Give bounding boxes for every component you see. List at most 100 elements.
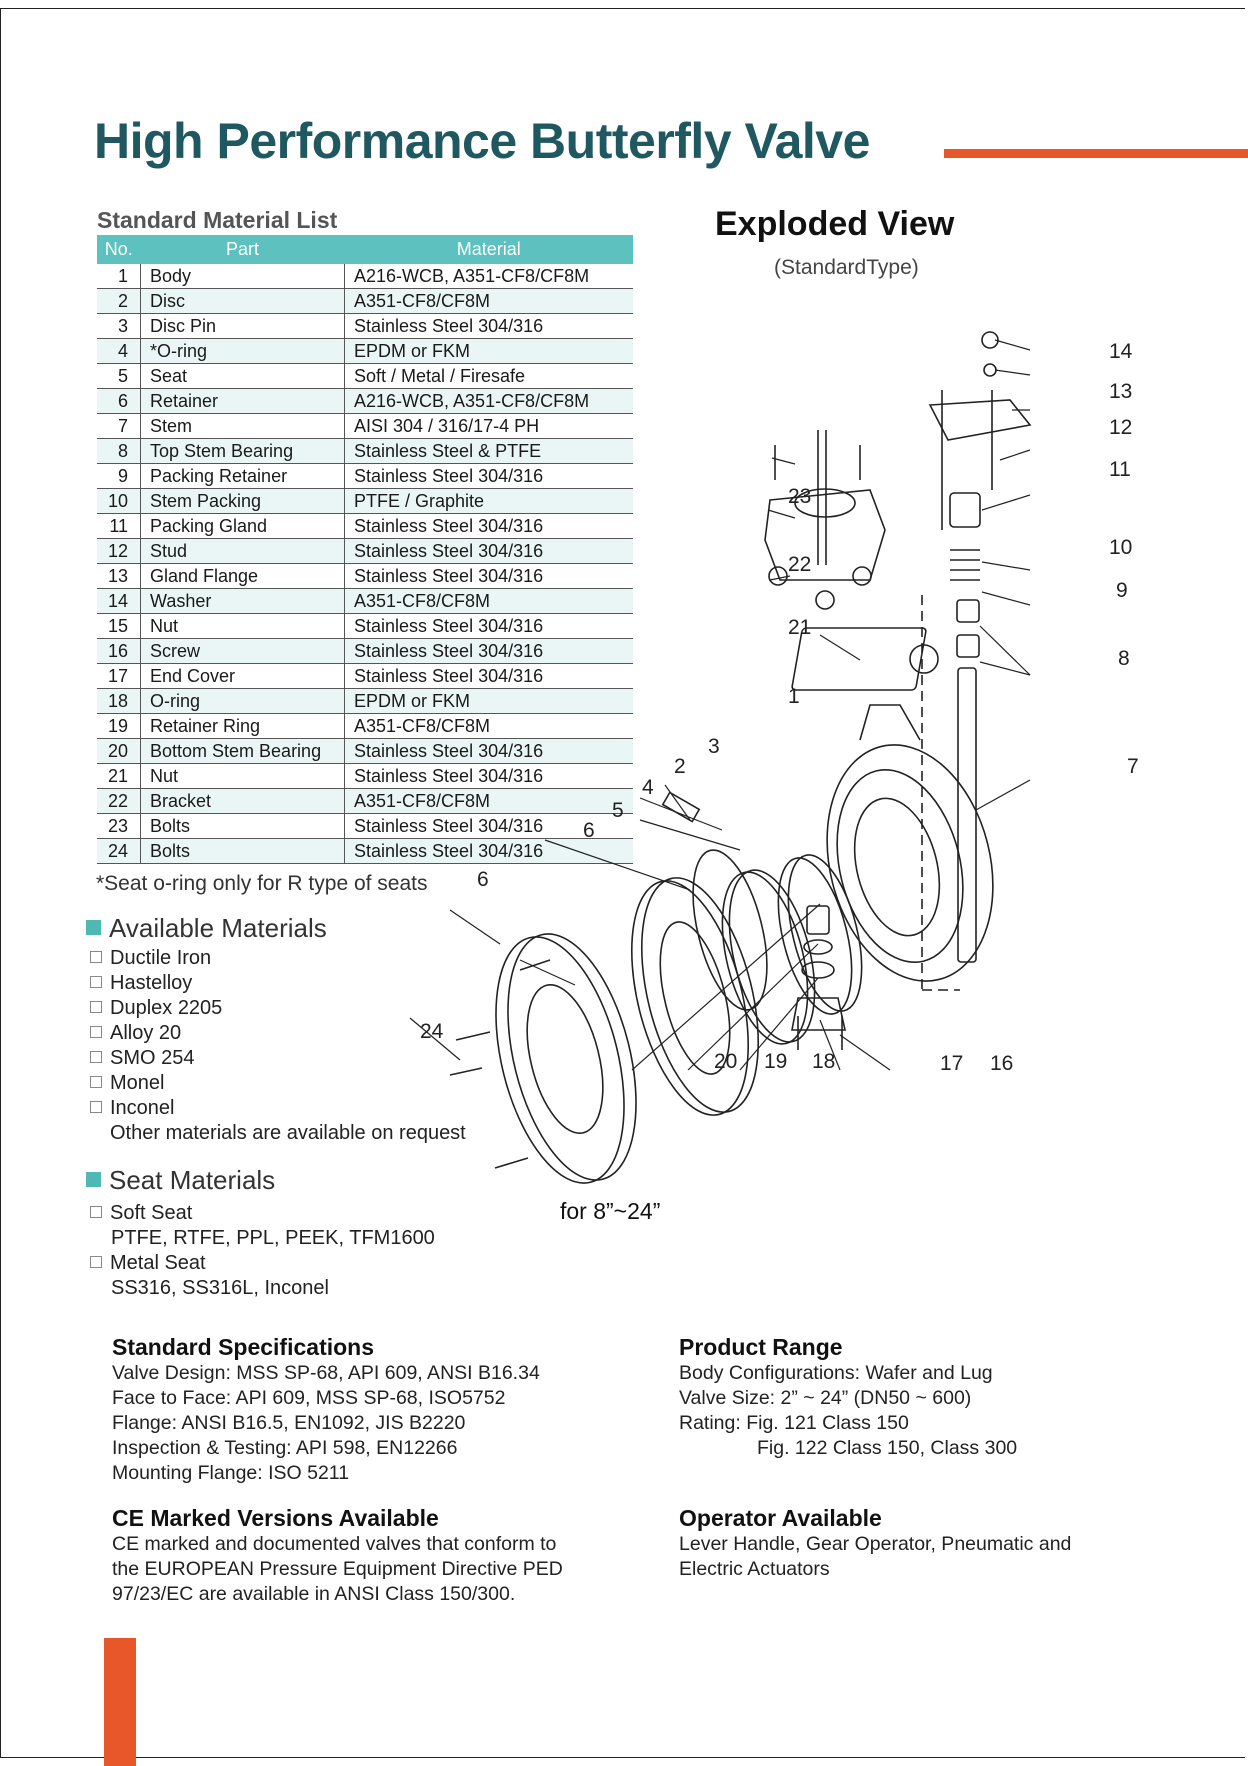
seat-part (721, 854, 863, 1045)
row-part: Washer (140, 588, 345, 614)
row-number: 3 (97, 313, 141, 339)
gland-flange-part (928, 331, 1032, 658)
row-part: Gland Flange (140, 563, 345, 589)
row-part: O-ring (140, 688, 345, 714)
callout-23: 23 (788, 485, 811, 508)
ce-marked-title: CE Marked Versions Available (112, 1505, 439, 1531)
callout-18: 18 (812, 1050, 835, 1073)
page-frame (0, 8, 1245, 1758)
callout-20: 20 (714, 1050, 737, 1073)
callout-11: 11 (1109, 458, 1131, 481)
row-number: 1 (97, 264, 141, 289)
seat-materials-heading: Seat Materials (86, 1165, 275, 1196)
callout-1: 1 (788, 685, 800, 708)
row-material: A351-CF8/CF8M (344, 788, 633, 814)
available-material-label: Ductile Iron (110, 947, 212, 969)
checkbox-icon (90, 1026, 102, 1038)
row-number: 6 (97, 388, 141, 414)
callout-5: 5 (612, 799, 624, 822)
row-number: 5 (97, 363, 141, 389)
exploded-view-subtitle: (StandardType) (774, 256, 919, 279)
callout-7: 7 (1127, 755, 1139, 778)
checkbox-icon (90, 1051, 102, 1063)
row-part: Stem Packing (140, 488, 345, 514)
available-materials-title: Available Materials (109, 913, 327, 943)
range-line: Rating: Fig. 121 Class 150 (679, 1412, 909, 1434)
row-number: 20 (97, 738, 141, 764)
ce-line: CE marked and documented valves that con… (112, 1533, 557, 1555)
header-material: Material (344, 235, 633, 264)
row-material: Stainless Steel 304/316 (344, 313, 633, 339)
callout-4: 4 (642, 776, 654, 799)
section-square-icon (86, 1172, 101, 1187)
row-part: Retainer Ring (140, 713, 345, 739)
row-material: EPDM or FKM (344, 688, 633, 714)
row-material: Stainless Steel 304/316 (344, 638, 633, 664)
standard-specifications-title: Standard Specifications (112, 1334, 375, 1360)
row-part: End Cover (140, 663, 345, 689)
row-number: 15 (97, 613, 141, 639)
row-material: Stainless Steel 304/316 (344, 813, 633, 839)
row-material: Stainless Steel 304/316 (344, 838, 633, 864)
spec-line: Face to Face: API 609, MSS SP-68, ISO575… (112, 1387, 506, 1409)
row-part: Disc Pin (140, 313, 345, 339)
callout-22: 22 (788, 553, 811, 576)
row-material: Soft / Metal / Firesafe (344, 363, 633, 389)
exploded-view-drawing: 1 2 3 4 5 6 6 7 8 9 10 11 12 13 14 15 16… (409, 331, 1139, 1184)
bottom-cover-part (791, 905, 846, 1050)
available-material-item: Inconel (90, 1097, 175, 1120)
soft-seat-label: Soft Seat (110, 1202, 193, 1224)
checkbox-icon (90, 951, 102, 963)
ce-line: the EUROPEAN Pressure Equipment Directiv… (112, 1558, 563, 1580)
section-square-icon (86, 920, 101, 935)
material-table-header: No. Part Material (97, 235, 633, 264)
row-part: Disc (140, 288, 345, 314)
metal-seat-option: Metal Seat (90, 1252, 206, 1275)
row-number: 10 (97, 488, 141, 514)
row-part: Screw (140, 638, 345, 664)
row-number: 19 (97, 713, 141, 739)
retainer-flange-part (449, 933, 637, 1184)
available-material-label: Duplex 2205 (110, 997, 223, 1019)
row-number: 13 (97, 563, 141, 589)
row-material: Stainless Steel 304/316 (344, 563, 633, 589)
callout-10: 10 (1109, 536, 1132, 559)
checkbox-icon (90, 1206, 102, 1218)
range-line: Valve Size: 2” ~ 24” (DN50 ~ 600) (679, 1387, 972, 1409)
stem-part (921, 595, 977, 991)
callout-14: 14 (1109, 340, 1133, 363)
row-material: Stainless Steel 304/316 (344, 738, 633, 764)
available-material-item: Monel (90, 1072, 164, 1095)
soft-seat-option: Soft Seat (90, 1202, 192, 1225)
row-number: 4 (97, 338, 141, 364)
product-range-title: Product Range (679, 1334, 843, 1360)
row-part: Top Stem Bearing (140, 438, 345, 464)
row-part: Packing Gland (140, 513, 345, 539)
row-part: Nut (140, 763, 345, 789)
row-number: 18 (97, 688, 141, 714)
row-part: Bottom Stem Bearing (140, 738, 345, 764)
row-part: Bracket (140, 788, 345, 814)
row-material: Stainless Steel 304/316 (344, 613, 633, 639)
row-number: 2 (97, 288, 141, 314)
callout-19: 19 (764, 1050, 787, 1073)
row-material: Stainless Steel 304/316 (344, 513, 633, 539)
row-material: PTFE / Graphite (344, 488, 633, 514)
callout-2: 2 (674, 755, 686, 778)
spec-line: Flange: ANSI B16.5, EN1092, JIS B2220 (112, 1412, 466, 1434)
header-no: No. (97, 235, 141, 264)
operator-available-title: Operator Available (679, 1505, 882, 1531)
row-part: Bolts (140, 813, 345, 839)
row-number: 9 (97, 463, 141, 489)
spec-line: Valve Design: MSS SP-68, API 609, ANSI B… (112, 1362, 540, 1384)
